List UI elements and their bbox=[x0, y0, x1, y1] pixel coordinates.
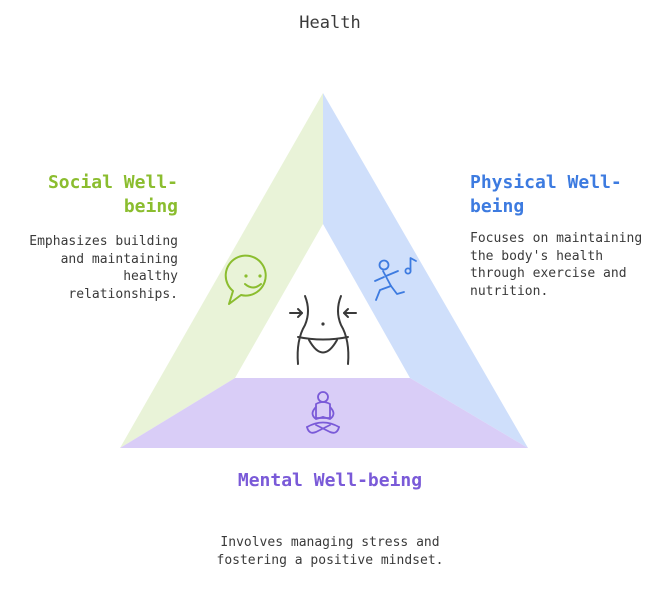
social-segment bbox=[120, 93, 323, 448]
mental-segment bbox=[120, 378, 528, 448]
chat-smile-icon bbox=[224, 254, 267, 305]
physical-segment bbox=[323, 93, 528, 448]
social-title: Social Well-being bbox=[47, 172, 178, 217]
diagram-title: Health bbox=[299, 13, 361, 33]
physical-title: Physical Well-being bbox=[470, 172, 622, 217]
mental-title: Mental Well-being bbox=[237, 470, 423, 491]
mental-description: Involves managing stress and fostering a… bbox=[216, 535, 444, 568]
physical-description: Focuses on maintaining the body's health… bbox=[470, 231, 643, 299]
dancing-person-music-icon bbox=[374, 257, 417, 301]
waist-body-icon bbox=[289, 295, 357, 365]
meditation-icon bbox=[306, 391, 340, 434]
social-description: Emphasizes building and maintaining heal… bbox=[29, 234, 178, 302]
